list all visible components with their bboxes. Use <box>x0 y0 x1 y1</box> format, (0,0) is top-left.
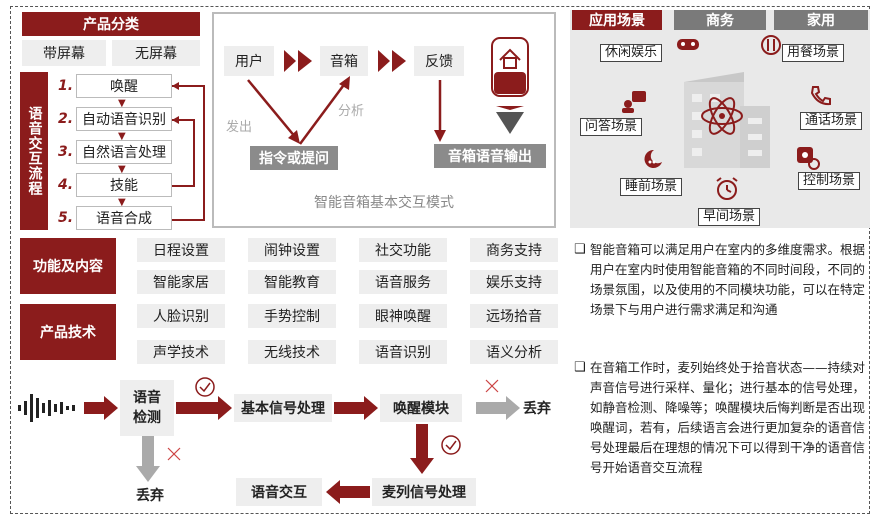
outer-frame <box>10 6 870 514</box>
tech-item: 远场拾音 <box>470 304 558 328</box>
voice-flow-title: 语音交互流程 <box>20 72 48 230</box>
mode-user: 用户 <box>224 46 274 76</box>
flow-mic: 麦列信号处理 <box>372 478 476 506</box>
checkbox-bullet-icon: ❑ <box>574 360 586 375</box>
product-category-title: 产品分类 <box>22 12 200 36</box>
moon-icon <box>644 149 662 168</box>
tech-item: 无线技术 <box>248 340 336 364</box>
function-item: 闹钟设置 <box>248 238 336 262</box>
scene-dining: 用餐场景 <box>782 44 845 62</box>
step-wake: 唤醒 <box>76 74 172 98</box>
right-arrow-icon <box>334 396 378 420</box>
step-num-2: 2. <box>58 111 74 127</box>
mode-speaker: 音箱 <box>320 46 368 76</box>
mode-arrows <box>247 76 446 145</box>
feedback-loop-lines <box>172 82 205 221</box>
flow-basic: 基本信号处理 <box>234 394 332 422</box>
function-item: 娱乐支持 <box>470 270 558 294</box>
step-num-4: 4. <box>58 177 74 193</box>
scene-control: 控制场景 <box>798 172 861 190</box>
qa-icon <box>622 91 646 113</box>
phone-icon <box>810 86 831 106</box>
down-arrow-icon: ▼ <box>118 197 126 208</box>
tech-item: 声学技术 <box>137 340 225 364</box>
scene-morning: 早间场景 <box>698 208 761 226</box>
function-item: 智能家居 <box>137 270 225 294</box>
mode-command: 指令或提问 <box>250 146 338 170</box>
function-item: 商务支持 <box>470 238 558 262</box>
mode-caption: 智能音箱基本交互模式 <box>314 195 454 211</box>
down-arrow-icon: ▼ <box>118 164 126 175</box>
mode-feedback: 反馈 <box>414 46 464 76</box>
step-tts: 语音合成 <box>76 206 172 230</box>
building-icon <box>684 72 770 168</box>
function-item: 语音服务 <box>359 270 447 294</box>
scene-qa: 问答场景 <box>580 118 643 136</box>
cross-icon <box>485 379 499 393</box>
step-skill: 技能 <box>76 173 172 197</box>
function-item: 日程设置 <box>137 238 225 262</box>
tech-item: 人脸识别 <box>137 304 225 328</box>
gamepad-icon <box>677 39 699 50</box>
flow-discard-2: 丢弃 <box>136 488 164 504</box>
note-2: 在音箱工作时，麦列始终处于拾音状态——持续对声音信号进行采样、量化；进行基本的信… <box>590 360 866 475</box>
tech-item: 手势控制 <box>248 304 336 328</box>
mode-output: 音箱语音输出 <box>434 144 546 168</box>
functions-title: 功能及内容 <box>20 238 116 294</box>
sound-wave-icon <box>18 394 75 422</box>
alarm-clock-icon <box>716 177 738 200</box>
checkbox-bullet-icon: ❑ <box>574 242 586 257</box>
check-icon <box>441 435 461 455</box>
control-icon <box>797 147 820 170</box>
check-icon <box>195 377 215 397</box>
flow-discard-1: 丢弃 <box>523 401 551 417</box>
right-arrow-icon <box>84 396 118 420</box>
cross-icon <box>167 447 181 461</box>
note-1: 智能音箱可以满足用户在室内的多维度需求。根据用户在室内时使用智能音箱的不同时间段… <box>590 242 866 317</box>
function-item: 智能教育 <box>248 270 336 294</box>
step-asr: 自动语音识别 <box>76 107 172 131</box>
right-arrow-icon <box>176 396 232 420</box>
double-chevron-icon <box>284 50 312 72</box>
scene-call: 通话场景 <box>800 112 863 130</box>
tab-home[interactable]: 家用 <box>774 10 868 30</box>
down-arrow-icon: ▼ <box>118 98 126 109</box>
note-block-1: ❑ 智能音箱可以满足用户在室内的多维度需求。根据用户在室内时使用智能音箱的不同时… <box>574 240 870 320</box>
tech-item: 语义分析 <box>470 340 558 364</box>
down-arrow-icon: ▼ <box>118 131 126 142</box>
step-num-5: 5. <box>58 210 74 226</box>
right-arrow-icon <box>476 396 520 420</box>
step-nlp: 自然语言处理 <box>76 140 172 164</box>
step-num-3: 3. <box>58 144 74 160</box>
double-chevron-icon <box>378 50 406 72</box>
dining-icon <box>761 35 781 55</box>
smart-speaker-icon <box>491 37 529 134</box>
flow-detect: 语音 检测 <box>120 380 174 436</box>
tech-item: 语音识别 <box>359 340 447 364</box>
down-arrow-icon <box>410 424 434 474</box>
left-arrow-icon <box>326 480 370 504</box>
note-block-2: ❑ 在音箱工作时，麦列始终处于拾音状态——持续对声音信号进行采样、量化；进行基本… <box>574 358 870 478</box>
mode-analyze-label: 分析 <box>338 104 365 119</box>
scene-bedtime: 睡前场景 <box>620 178 683 196</box>
down-arrow-icon <box>136 436 160 482</box>
tech-title: 产品技术 <box>20 304 116 360</box>
flow-wake: 唤醒模块 <box>380 394 462 422</box>
category-item-noscreen: 无屏幕 <box>112 40 200 66</box>
scene-leisure: 休闲娱乐 <box>600 44 663 62</box>
mode-send-label: 发出 <box>226 120 253 135</box>
tab-scenes[interactable]: 应用场景 <box>572 10 662 30</box>
step-num-1: 1. <box>58 78 74 94</box>
category-item-screen: 带屏幕 <box>22 40 106 66</box>
tab-business[interactable]: 商务 <box>674 10 766 30</box>
function-item: 社交功能 <box>359 238 447 262</box>
flow-interact: 语音交互 <box>236 478 322 506</box>
tech-item: 眼神唤醒 <box>359 304 447 328</box>
